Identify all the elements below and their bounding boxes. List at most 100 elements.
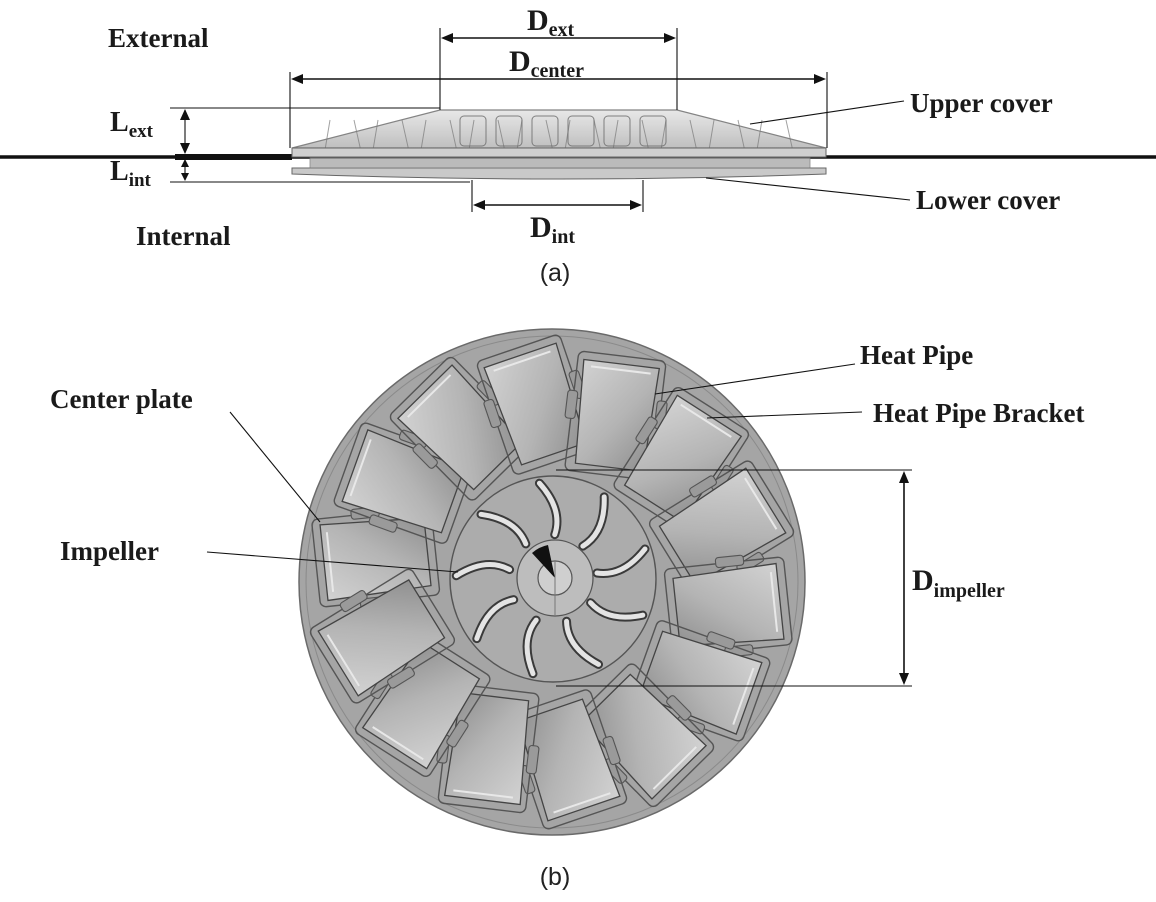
bracket-tab [446, 719, 469, 748]
internal-block [309, 157, 811, 169]
heat-pipe-highlight [744, 477, 778, 530]
blade-face [478, 511, 529, 547]
impeller-blade [562, 616, 604, 669]
bracket-tab [564, 389, 579, 420]
heat-pipe-bracket-label: Heat Pipe Bracket [873, 398, 1084, 428]
heat-pipe-highlight [553, 792, 611, 814]
blade-face [524, 617, 539, 677]
bracket-tab [412, 443, 438, 469]
impeller-blade [472, 595, 519, 644]
blade-face [564, 618, 602, 667]
impeller-blade [578, 492, 609, 551]
bracket-tab [635, 416, 658, 445]
blade-face [588, 600, 646, 620]
panel-b: Dimpeller Heat Pipe Heat Pipe Bracket Ce… [50, 328, 1084, 891]
blade-face [594, 546, 648, 576]
blade-face [453, 562, 513, 579]
impeller-blade [522, 615, 541, 679]
cover-wire-box [531, 115, 559, 147]
bracket-tab [689, 475, 717, 498]
impeller-blades [451, 478, 650, 679]
impeller-label: Impeller [60, 536, 159, 566]
internal-label: Internal [136, 221, 231, 251]
heat-pipe-highlight [372, 726, 424, 761]
heat-pipe-bracket-leader [706, 411, 863, 419]
bracket-tab [368, 514, 398, 533]
dext-label: Dext [527, 4, 575, 41]
caption-b: (b) [540, 863, 571, 891]
hub-shadow-wedge [532, 545, 555, 578]
dint-label: Dint [530, 211, 575, 248]
cover-wire-box [567, 115, 595, 147]
impeller-blade [586, 598, 648, 622]
heat-pipe [672, 562, 785, 647]
bracket-tab [666, 695, 692, 721]
lint-arrow-bottom [181, 173, 189, 181]
heat-pipe-highlight [326, 634, 360, 687]
impeller-blade [451, 560, 515, 581]
center-plate-leader [229, 411, 321, 523]
bracket-tab [339, 589, 368, 613]
lint-label: Lint [110, 156, 152, 191]
lower-cover-leader [705, 177, 911, 201]
heat-pipe-assembly [648, 460, 795, 596]
dimpeller-arrow-bottom [899, 673, 909, 685]
heat-pipe-highlight [407, 374, 452, 418]
heat-pipe [317, 579, 446, 697]
heat-pipe [319, 517, 432, 602]
heat-pipe-highlight [769, 572, 779, 632]
impeller-blade [534, 478, 562, 540]
heat-pipe-highlight [732, 667, 755, 725]
lower-cover-shape [291, 167, 827, 180]
lext-arrow-top [180, 109, 190, 120]
heat-pipe-assembly [564, 350, 668, 481]
lint-arrow-top [181, 159, 189, 167]
heat-pipe-highlight [493, 350, 551, 372]
dcenter-arrow-right [814, 74, 826, 84]
dimpeller-arrow-top [899, 471, 909, 483]
heat-pipe-assembly [333, 422, 475, 544]
upper-cover-shape [291, 109, 827, 149]
impeller-leader [206, 551, 459, 573]
bracket-tab [706, 631, 736, 650]
dcenter-arrow-left [291, 74, 303, 84]
panel-a: External Internal Dext Dcenter Lext [0, 4, 1156, 287]
center-plate-label: Center plate [50, 384, 193, 414]
caption-a: (a) [540, 259, 571, 287]
bracket-tab [714, 554, 745, 569]
heat-pipe-assembly [436, 683, 540, 814]
dext-arrow-right [664, 33, 676, 43]
lext-label: Lext [110, 107, 154, 142]
blade-face [474, 597, 517, 642]
impeller-blade [592, 544, 650, 578]
heat-pipe-highlight [590, 365, 651, 375]
center-plate-profile [291, 147, 827, 158]
bracket-tab [483, 398, 502, 429]
dint-arrow-right [630, 200, 642, 210]
bracket-tab [525, 744, 540, 775]
bracket-tab [387, 666, 415, 689]
heat-pipe-assembly [309, 568, 456, 704]
heat-pipe-leader [654, 363, 856, 395]
heat-pipe-highlight [453, 789, 514, 799]
cover-wire-box [639, 115, 667, 147]
blade-face [536, 480, 560, 538]
bracket-tab [602, 735, 621, 766]
dimpeller-label: Dimpeller [912, 564, 1005, 602]
dcenter-label: Dcenter [509, 45, 584, 82]
heat-pipe-highlight [349, 439, 372, 497]
upper-cover-leader [749, 100, 905, 125]
heat-pipe-ring [309, 334, 795, 830]
heat-pipe-highlight [680, 403, 732, 438]
heat-pipe-label: Heat Pipe [860, 340, 973, 370]
external-label: External [108, 23, 209, 53]
dext-arrow-left [441, 33, 453, 43]
upper-cover-label: Upper cover [910, 88, 1053, 118]
cover-wire-box [495, 115, 523, 147]
impeller-blade [476, 509, 531, 549]
dint-arrow-left [473, 200, 485, 210]
lower-cover-label: Lower cover [916, 185, 1060, 215]
lext-arrow-bottom [180, 143, 190, 154]
